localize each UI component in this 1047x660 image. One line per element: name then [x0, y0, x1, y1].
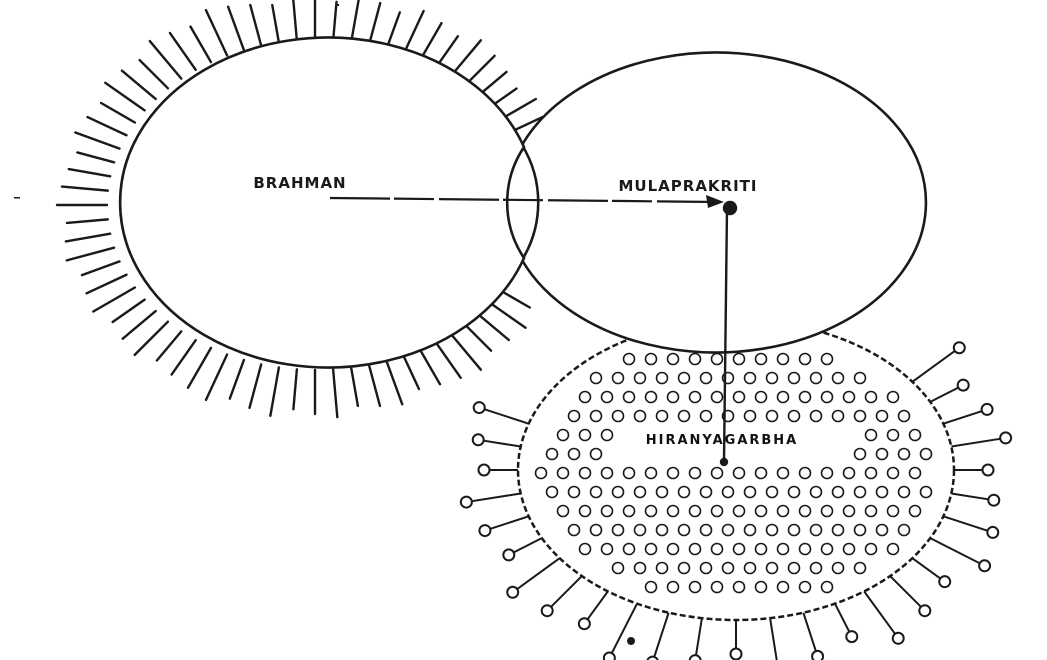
brahman-circle: [120, 38, 524, 368]
mulaprakriti-circle: [522, 52, 926, 352]
mulaprakriti-label: MULAPRAKRITI: [619, 177, 758, 195]
hiranyagarbha-label: HIRANYAGARBHA: [646, 433, 799, 448]
brahman-label: BRAHMAN: [253, 174, 346, 192]
